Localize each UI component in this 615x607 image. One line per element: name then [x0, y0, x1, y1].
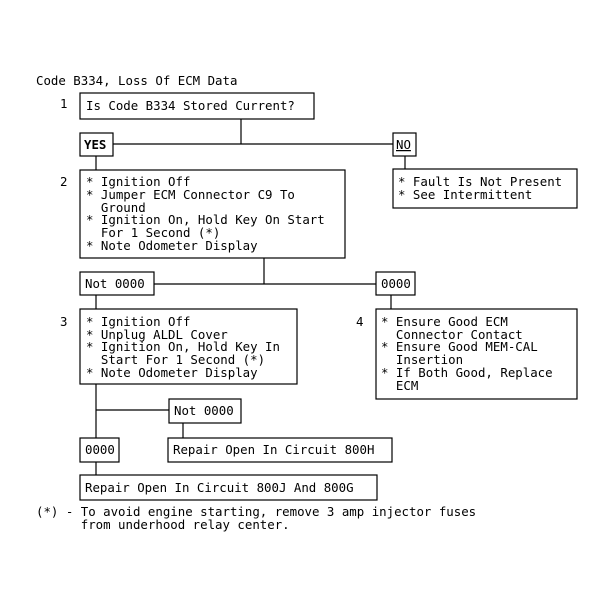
not-0000-label-b: Not 0000 — [174, 403, 234, 418]
step-4-line: Insertion — [381, 352, 463, 367]
step-2-number: 2 — [60, 174, 67, 189]
no-fault-text: * Fault Is Not Present * See Intermitten… — [398, 174, 570, 202]
step-3-line: * Unplug ALDL Cover — [86, 327, 228, 342]
step-4-line: * Ensure Good ECM — [381, 314, 508, 329]
zero-label-a: 0000 — [381, 276, 411, 291]
repair-800j-box — [79, 474, 378, 501]
connector-step3 — [95, 384, 184, 438]
step-3-line: * Note Odometer Display — [86, 365, 258, 380]
not-0000-box-b — [168, 398, 242, 424]
step-4-number: 4 — [356, 314, 363, 329]
not-0000-box-a — [79, 271, 155, 296]
repair-800j-text: Repair Open In Circuit 800J And 800G — [85, 480, 354, 495]
repair-800h-text: Repair Open In Circuit 800H — [173, 442, 374, 457]
step-4-box — [375, 308, 578, 400]
connector-step1 — [113, 119, 393, 145]
step-2-line: * Ignition On, Hold Key On Start — [86, 212, 325, 227]
step-4-line: * Ensure Good MEM-CAL — [381, 339, 538, 354]
footnote: (*) - To avoid engine starting, remove 3… — [36, 504, 476, 532]
step-2-line: * Jumper ECM Connector C9 To — [86, 187, 295, 202]
step-1-number: 1 — [60, 96, 67, 111]
step-1-box — [79, 92, 315, 120]
step-3-box — [79, 308, 298, 385]
step-1-text: Is Code B334 Stored Current? — [86, 98, 295, 113]
repair-800h-box — [167, 437, 393, 463]
not-0000-label-a: Not 0000 — [85, 276, 145, 291]
footnote-line: from underhood relay center. — [36, 517, 290, 532]
step-2-box — [79, 169, 346, 259]
step-4-line: Connector Contact — [381, 327, 523, 342]
yes-label: YES — [84, 137, 106, 152]
step-2-text: * Ignition Off * Jumper ECM Connector C9… — [0, 0, 362, 253]
step-4-text: * Ensure Good ECM Connector Contact * En… — [381, 314, 553, 393]
zero-box-a — [375, 271, 416, 296]
step-3-number: 3 — [60, 314, 67, 329]
step-2-line: For 1 Second (*) — [86, 225, 220, 240]
no-label: NO — [396, 137, 411, 152]
step-2-line: * Note Odometer Display — [86, 238, 258, 253]
step-2-line: * Ignition Off — [86, 174, 190, 189]
chart-title: Code B334, Loss Of ECM Data — [36, 73, 237, 88]
step-4-line: * If Both Good, Replace — [381, 365, 553, 380]
connector-step2 — [154, 258, 376, 285]
step-3-line: * Ignition On, Hold Key In — [86, 339, 280, 354]
no-fault-line: * Fault Is Not Present — [398, 174, 562, 189]
no-fault-line: * See Intermittent — [398, 187, 532, 202]
step-4-line: ECM — [381, 378, 418, 393]
zero-label-b: 0000 — [85, 442, 115, 457]
no-fault-box — [392, 168, 578, 209]
step-3-line: * Ignition Off — [86, 314, 190, 329]
zero-box-b — [79, 437, 120, 463]
step-2-line: Ground — [86, 200, 146, 215]
step-3-line: Start For 1 Second (*) — [86, 352, 265, 367]
step-3-text: * Ignition Off * Unplug ALDL Cover * Ign… — [0, 0, 317, 380]
footnote-line: (*) - To avoid engine starting, remove 3… — [36, 504, 476, 519]
